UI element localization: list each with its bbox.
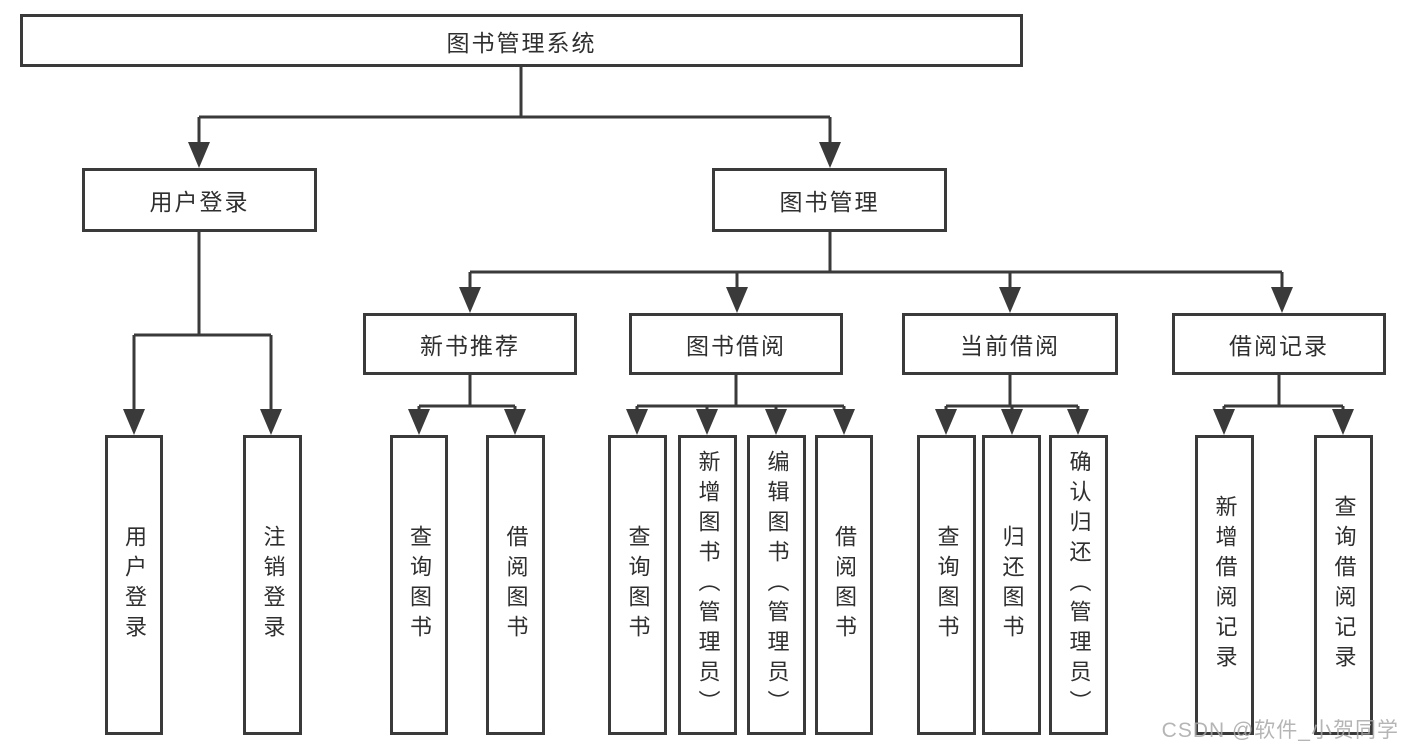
leaf-bb-edit-books-admin-label: 编辑图书（管理员） — [764, 450, 790, 720]
leaf-cb-confirm-return-admin: 确认归还（管理员） — [1049, 435, 1108, 735]
node-user-login-label: 用户登录 — [149, 189, 250, 215]
leaf-bb-borrow-books: 借阅图书 — [815, 435, 873, 735]
leaf-bb-edit-books-admin: 编辑图书（管理员） — [747, 435, 806, 735]
leaf-cb-query-books-label: 查询图书 — [934, 525, 960, 645]
node-root-label: 图书管理系统 — [446, 29, 597, 56]
node-current-borrowing-label: 当前借阅 — [960, 333, 1060, 359]
node-user-login: 用户登录 — [82, 168, 317, 232]
arrowhead-icons — [123, 142, 1354, 435]
csdn-watermark: CSDN @软件_小贺同学 — [1161, 719, 1399, 742]
leaf-nbr-query-books: 查询图书 — [390, 435, 448, 735]
leaf-cb-return-books-label: 归还图书 — [999, 525, 1025, 645]
leaf-br-query-record: 查询借阅记录 — [1314, 435, 1373, 735]
leaf-bb-add-books-admin-label: 新增图书（管理员） — [695, 450, 721, 720]
node-borrowing-records: 借阅记录 — [1172, 313, 1386, 375]
node-book-borrowing: 图书借阅 — [629, 313, 843, 375]
leaf-user-login: 用户登录 — [105, 435, 163, 735]
node-root-system: 图书管理系统 — [20, 14, 1023, 67]
node-borrowing-records-label: 借阅记录 — [1229, 333, 1329, 359]
leaf-cb-return-books: 归还图书 — [982, 435, 1041, 735]
leaf-logout-label: 注销登录 — [260, 525, 286, 645]
leaf-br-add-record-label: 新增借阅记录 — [1212, 495, 1238, 675]
leaf-bb-query-books: 查询图书 — [608, 435, 667, 735]
leaf-br-query-record-label: 查询借阅记录 — [1331, 495, 1357, 675]
leaf-nbr-query-books-label: 查询图书 — [407, 525, 432, 645]
leaf-logout: 注销登录 — [243, 435, 302, 735]
leaf-nbr-borrow-books: 借阅图书 — [486, 435, 545, 735]
node-book-management: 图书管理 — [712, 168, 947, 232]
leaf-cb-query-books: 查询图书 — [917, 435, 976, 735]
leaf-br-add-record: 新增借阅记录 — [1195, 435, 1254, 735]
node-new-book-recommendation: 新书推荐 — [363, 313, 577, 375]
node-book-management-label: 图书管理 — [779, 189, 880, 215]
leaf-cb-confirm-return-admin-label: 确认归还（管理员） — [1066, 450, 1092, 720]
node-current-borrowing: 当前借阅 — [902, 313, 1118, 375]
node-book-borrowing-label: 图书借阅 — [686, 333, 786, 359]
node-new-book-recommendation-label: 新书推荐 — [420, 333, 520, 359]
leaf-user-login-label: 用户登录 — [122, 525, 147, 645]
leaf-bb-borrow-books-label: 借阅图书 — [832, 525, 857, 645]
leaf-nbr-borrow-books-label: 借阅图书 — [503, 525, 529, 645]
leaf-bb-add-books-admin: 新增图书（管理员） — [678, 435, 737, 735]
leaf-bb-query-books-label: 查询图书 — [625, 525, 651, 645]
